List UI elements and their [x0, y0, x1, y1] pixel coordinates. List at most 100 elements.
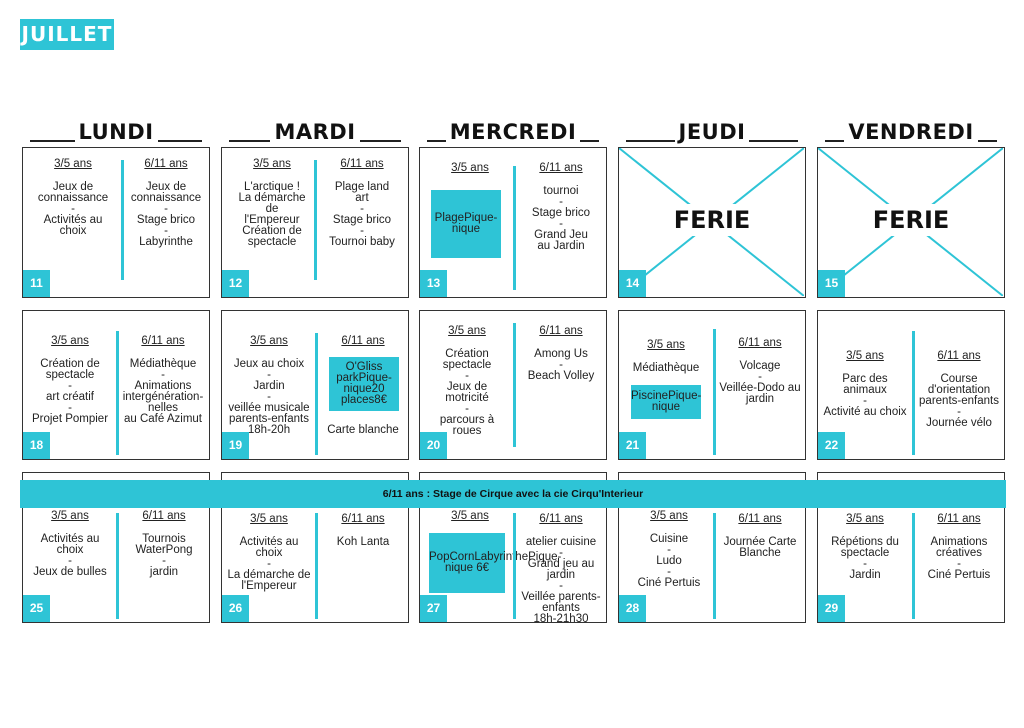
activity-line: l'Empereur — [244, 214, 300, 226]
day-number: 15 — [818, 270, 845, 297]
day-number: 11 — [23, 270, 50, 297]
activity-line: roues — [452, 425, 482, 437]
activity-line: Pique-nique — [451, 212, 498, 235]
activity-line: nelles — [147, 402, 179, 414]
activity-line: PopCorn — [429, 551, 475, 563]
activity-line: Grand Jeu — [534, 229, 588, 241]
activity-line: - — [360, 225, 364, 237]
age-label: 3/5 ans — [253, 158, 291, 170]
age-label: 3/5 ans — [51, 510, 89, 522]
age-label: 3/5 ans — [846, 513, 884, 525]
activity-line: - — [667, 566, 671, 578]
outing-box: PiscinePique-nique — [631, 385, 701, 419]
day-name: MERCREDI — [449, 120, 577, 144]
activity-line: Médiathèque — [129, 358, 197, 370]
day-name: LUNDI — [78, 120, 154, 144]
activity-line: connaissance — [130, 192, 202, 204]
column-divider — [513, 166, 516, 290]
day-number: 25 — [23, 595, 50, 622]
activity-line: animaux — [843, 384, 887, 396]
activity-line: l'Empereur — [241, 580, 297, 592]
outing-text: PlagePique-nique — [431, 212, 501, 235]
activity-line: veillée musicale — [228, 402, 310, 414]
activity-line: parents-enfants — [229, 413, 309, 425]
col-3-5: 3/5 ans — [424, 162, 516, 297]
activity-line: Stage brico — [531, 207, 591, 219]
day-number: 19 — [222, 432, 249, 459]
circus-stage-banner: 6/11 ans : Stage de Cirque avec la cie C… — [20, 480, 1006, 508]
activity-line: Veillée parents- — [521, 591, 601, 603]
age-label: 6/11 ans — [141, 335, 185, 347]
day-cell-14-ferie[interactable]: FERIE 14 — [618, 147, 806, 298]
day-number: 27 — [420, 595, 447, 622]
activity-line: créatives — [935, 547, 983, 559]
activity-line: - — [161, 369, 165, 381]
activity-line: Jardin — [253, 380, 285, 392]
activity-line: spectacle — [840, 547, 890, 559]
activity-list: Koh Lanta — [320, 536, 406, 548]
column-divider — [912, 513, 915, 619]
age-label: 6/11 ans — [341, 513, 385, 525]
day-header-jeudi: JEUDI — [626, 118, 798, 146]
day-cell-15-ferie[interactable]: FERIE 15 — [817, 147, 1005, 298]
age-label: 6/11 ans — [340, 158, 384, 170]
age-label: 3/5 ans — [647, 339, 685, 351]
age-label: 3/5 ans — [451, 162, 489, 174]
activity-line: jardin — [149, 566, 179, 578]
age-label: 3/5 ans — [250, 513, 288, 525]
activity-line: motricité — [445, 392, 489, 404]
activity-line: Among Us — [534, 348, 588, 360]
activity-line: Animations — [930, 536, 988, 548]
activity-line: - — [267, 369, 271, 381]
activity-line: - — [267, 391, 271, 403]
day-number: 29 — [818, 595, 845, 622]
activity-line: Création de — [40, 358, 100, 370]
activity-line: - — [957, 406, 961, 418]
activity-line: spectacle — [45, 369, 95, 381]
activity-list: Carte blanche — [320, 424, 406, 436]
activity-line: Jeux de — [52, 181, 94, 193]
outing-box: PlagePique-nique — [431, 190, 501, 258]
activity-line: Koh Lanta — [336, 536, 390, 548]
column-divider — [513, 513, 516, 619]
activity-line: - — [465, 370, 469, 382]
activity-line: Pique-nique — [343, 372, 392, 395]
activity-line: atelier cuisine — [525, 536, 597, 548]
activity-line: - — [758, 371, 762, 383]
activity-line: Journée vélo — [926, 417, 992, 429]
activity-line: Journée Carte — [723, 536, 797, 548]
day-number: 28 — [619, 595, 646, 622]
outing-box: PopCornLabyrinthePique-nique 6€ — [429, 533, 561, 593]
activity-line: jardin — [745, 393, 775, 405]
activity-line: Plage — [434, 212, 465, 224]
activity-line: 20 places — [340, 383, 385, 406]
